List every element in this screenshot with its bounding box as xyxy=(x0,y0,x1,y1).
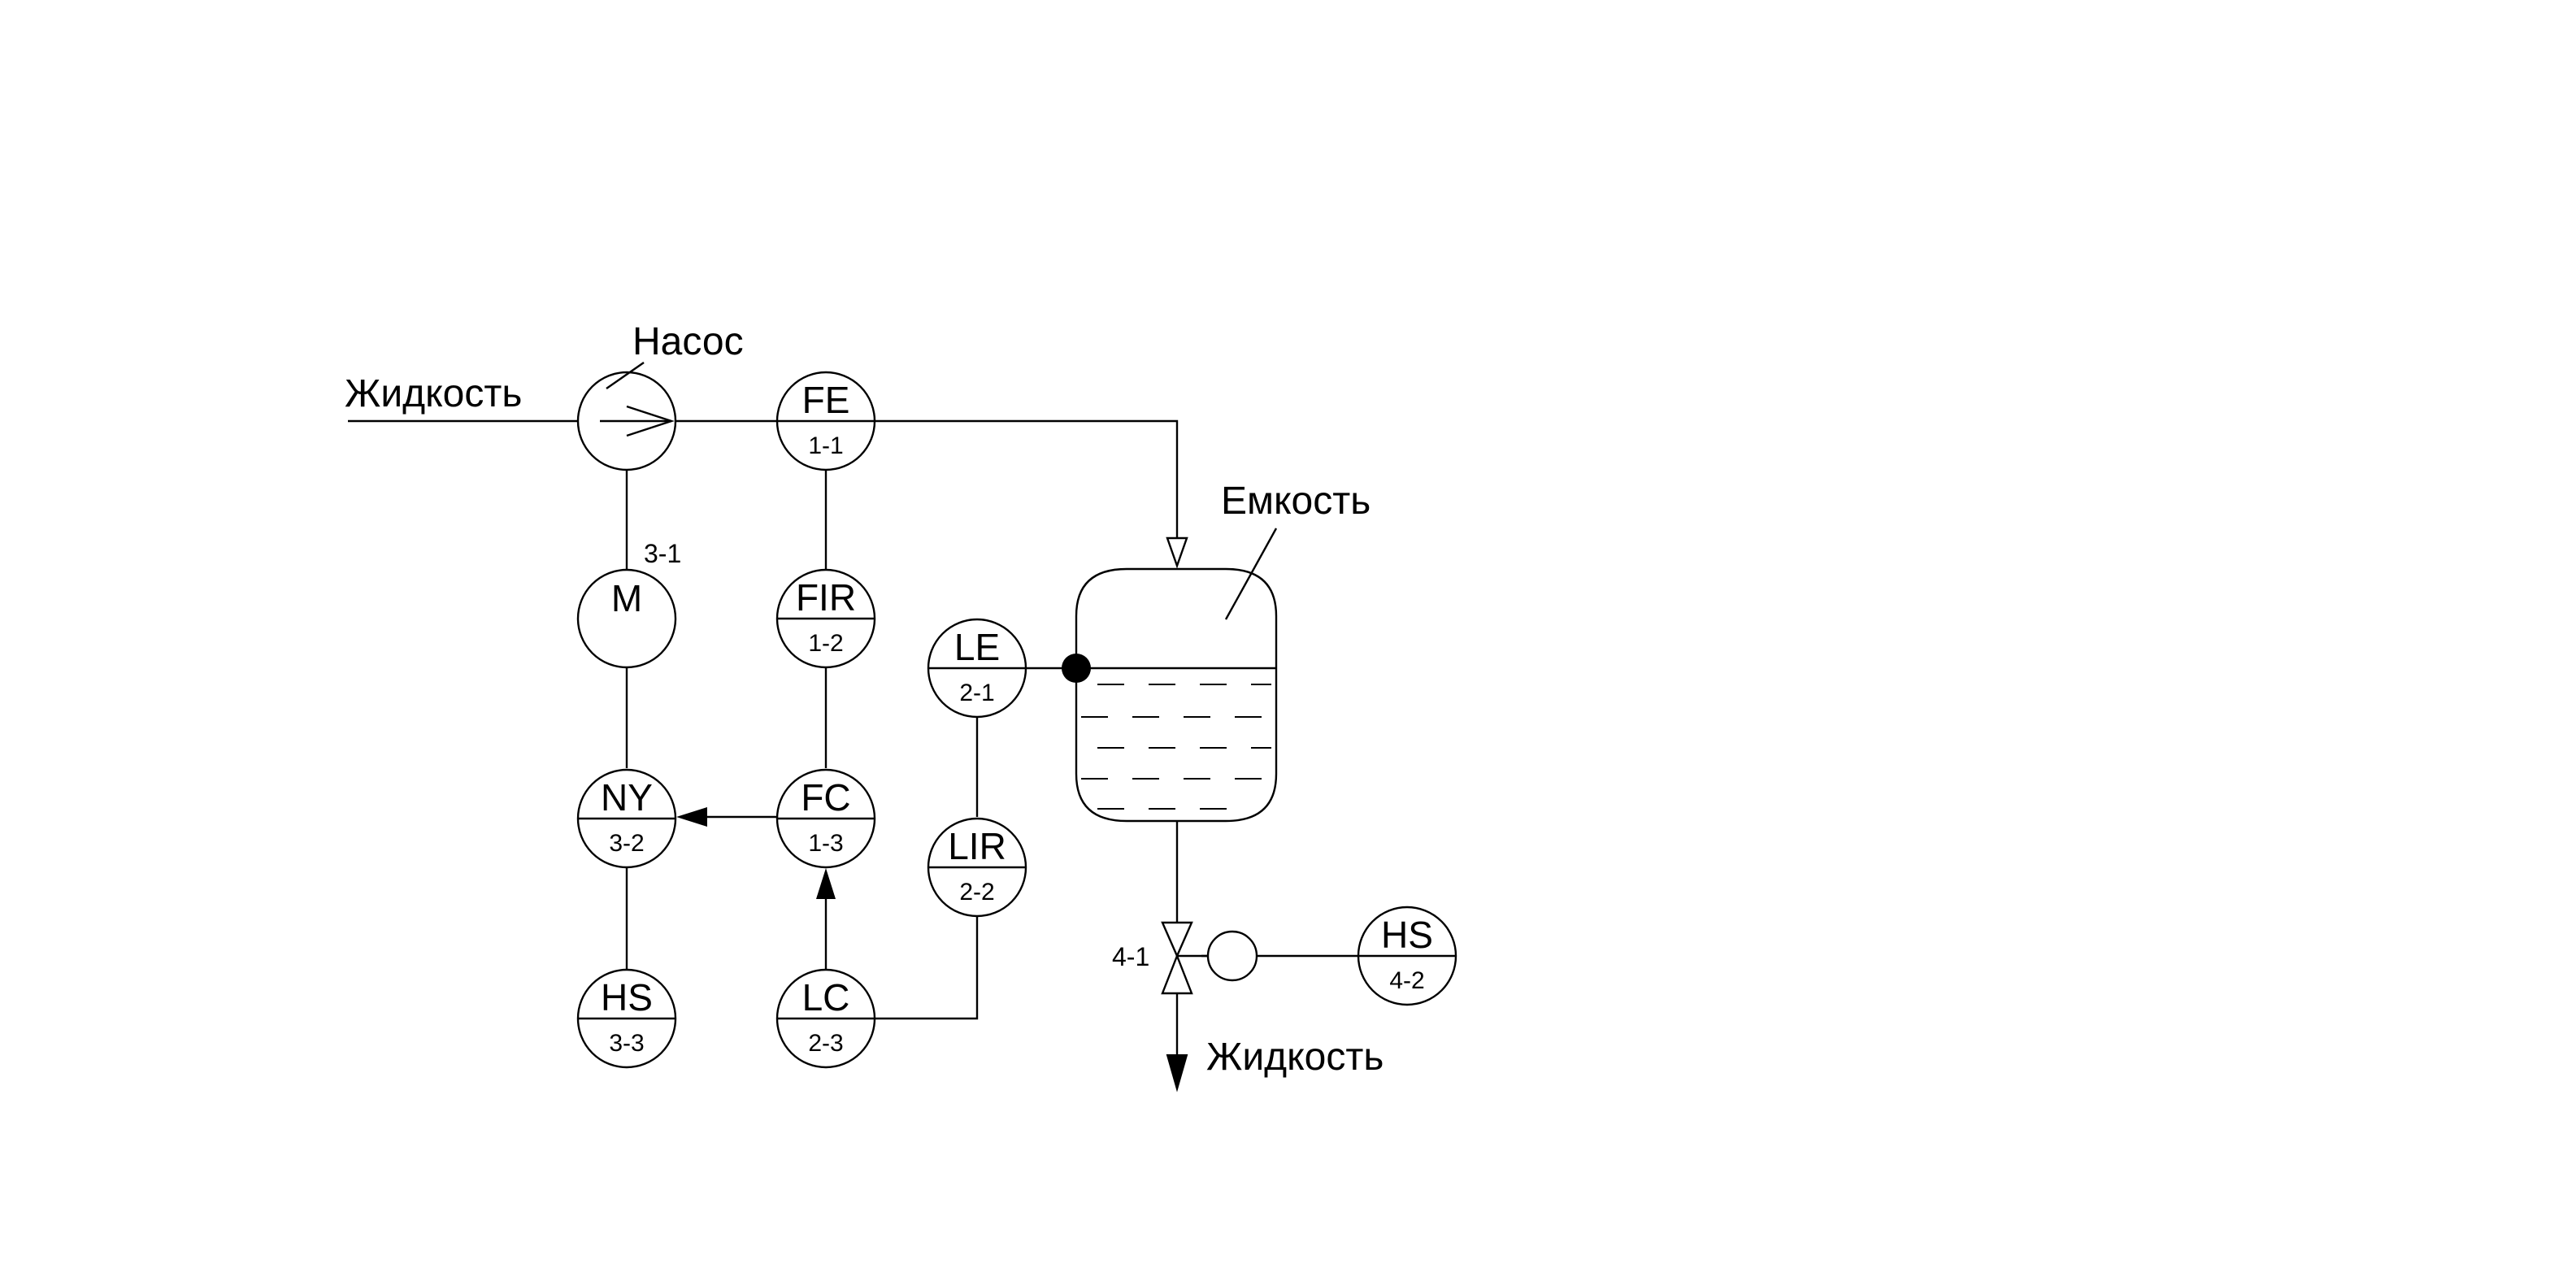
fc-to-ny-arrow xyxy=(676,807,707,827)
instrument-hs3: HS 3-3 xyxy=(576,968,677,1069)
pump-label: Насос xyxy=(632,320,744,363)
instrument-lc-number: 2-3 xyxy=(808,1030,843,1057)
tank-leader-line xyxy=(1224,528,1278,620)
instrument-fc: FC 1-3 xyxy=(775,768,876,869)
instrument-hs4: HS 4-2 xyxy=(1357,906,1457,1006)
valve-number-label: 4-1 xyxy=(1112,942,1149,971)
instrument-hs3-tag: HS xyxy=(601,976,653,1019)
level-sensor-dot xyxy=(1062,654,1091,683)
instrument-lc-tag: LC xyxy=(802,976,850,1019)
instrument-fir-number: 1-2 xyxy=(808,630,843,657)
instrument-fir-tag: FIR xyxy=(796,576,856,619)
instrument-lc: LC 2-3 xyxy=(775,968,876,1069)
instrument-ny-tag: NY xyxy=(601,776,653,819)
tank-body xyxy=(1075,567,1278,823)
pump-leader-line xyxy=(606,362,645,389)
pump-arrow-head xyxy=(626,405,675,437)
tank-inlet-arrow xyxy=(1166,536,1188,569)
outlet-arrow xyxy=(1166,1054,1188,1092)
fe-to-tank-pipe xyxy=(875,419,1179,541)
instrument-ny-number: 3-2 xyxy=(609,830,644,857)
tank xyxy=(1062,528,1278,823)
instrument-fc-number: 1-3 xyxy=(808,830,843,857)
instrument-m-circle xyxy=(576,568,677,669)
tank-liquid-dashes xyxy=(1081,684,1271,810)
instrument-le-tag: LE xyxy=(954,626,1000,668)
process-lines xyxy=(348,419,1188,1092)
instrument-hs4-tag: HS xyxy=(1381,914,1433,956)
instrument-fir: FIR 1-2 xyxy=(775,568,876,669)
valve-bottom-triangle xyxy=(1161,953,1193,995)
valve-actuator xyxy=(1206,930,1258,982)
tank-label: Емкость xyxy=(1221,480,1371,523)
instrument-m: M xyxy=(576,568,677,669)
instrument-fc-tag: FC xyxy=(801,776,850,819)
instrument-lir-tag: LIR xyxy=(948,825,1006,867)
liquid-inlet-label: Жидкость xyxy=(345,372,522,415)
signal-lines xyxy=(625,470,1358,1020)
instrument-fe-tag: FE xyxy=(802,379,850,421)
instrument-fe-number: 1-1 xyxy=(808,432,843,459)
instrument-lir: LIR 2-2 xyxy=(927,817,1027,918)
control-valve xyxy=(1161,921,1258,995)
instrument-m-tag: M xyxy=(611,577,642,619)
pump xyxy=(576,362,677,471)
motor-number-label: 3-1 xyxy=(644,539,681,568)
instrument-hs3-number: 3-3 xyxy=(609,1030,644,1057)
instrument-fe: FE 1-1 xyxy=(775,371,876,471)
instrument-le-number: 2-1 xyxy=(959,680,994,706)
lc-to-fc-arrow xyxy=(816,868,836,899)
lir-to-lc-line xyxy=(875,917,979,1020)
instrument-hs4-number: 4-2 xyxy=(1389,967,1424,994)
instrument-lir-number: 2-2 xyxy=(959,879,994,906)
valve-top-triangle xyxy=(1161,921,1193,958)
liquid-outlet-label: Жидкость xyxy=(1206,1036,1384,1079)
instrument-ny: NY 3-2 xyxy=(576,768,677,869)
instrument-le: LE 2-1 xyxy=(927,618,1027,719)
